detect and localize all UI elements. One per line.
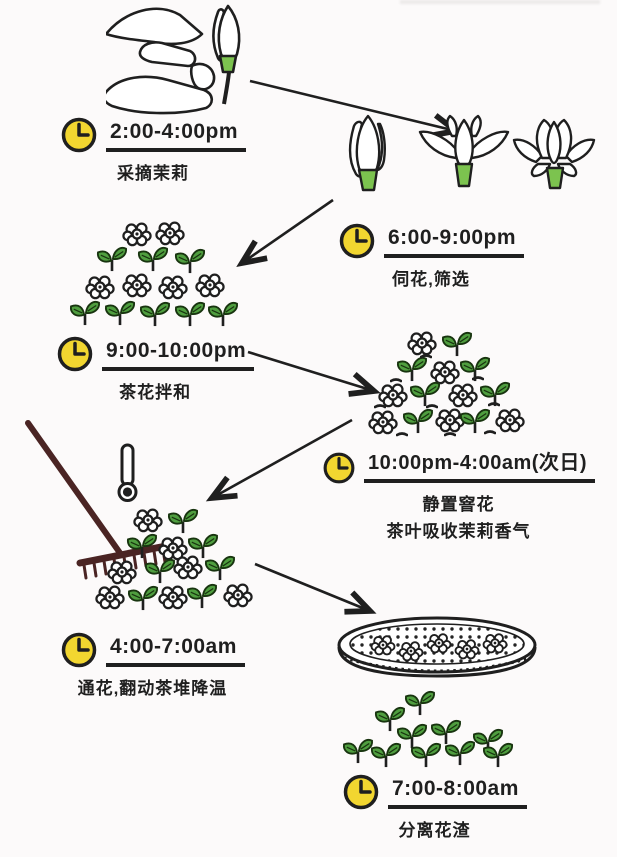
jasmine-bloom-stages-illustration bbox=[348, 114, 596, 192]
clock-icon bbox=[343, 774, 379, 810]
falling-tea-leaves-illustration bbox=[342, 690, 514, 768]
clock-icon bbox=[61, 117, 97, 153]
tea-flower-pile-illustration bbox=[69, 221, 239, 327]
step-4-label: 静置窨花 bbox=[422, 495, 495, 514]
hand-picking-jasmine-illustration bbox=[106, 4, 241, 115]
step-4-label-2: 茶叶吸收茉莉香气 bbox=[386, 522, 531, 541]
step-3-label: 茶花拌和 bbox=[119, 383, 192, 402]
step-5-time: 4:00-7:00am bbox=[106, 635, 245, 667]
scenting-pile-illustration bbox=[368, 331, 525, 437]
clock-icon bbox=[57, 336, 93, 372]
step-4-time: 10:00pm-4:00am(次日) bbox=[364, 446, 596, 483]
step-6-label: 分离花渣 bbox=[398, 821, 471, 840]
step-3: 9:00-10:00pm 茶花拌和 bbox=[56, 335, 255, 403]
step-2: 6:00-9:00pm 伺花,筛选 bbox=[338, 222, 525, 290]
step-1: 2:00-4:00pm 采摘茉莉 bbox=[60, 116, 247, 184]
arrow-step3-to-step4 bbox=[247, 350, 381, 397]
step-1-time: 2:00-4:00pm bbox=[106, 120, 247, 152]
step-2-time: 6:00-9:00pm bbox=[384, 226, 525, 258]
clock-icon bbox=[323, 452, 355, 484]
sieve-illustration bbox=[337, 616, 537, 678]
step-2-label: 伺花,筛选 bbox=[392, 270, 470, 289]
step-3-time: 9:00-10:00pm bbox=[102, 339, 255, 371]
cropped-text-artifact bbox=[400, 0, 600, 4]
step-5: 4:00-7:00am 通花,翻动茶堆降温 bbox=[60, 631, 245, 699]
thermometer-icon bbox=[117, 443, 138, 502]
turning-pile-illustration bbox=[95, 508, 253, 611]
step-5-label: 通花,翻动茶堆降温 bbox=[77, 679, 228, 698]
step-6-time: 7:00-8:00am bbox=[388, 777, 527, 809]
step-4: 10:00pm-4:00am(次日) 静置窨花 茶叶吸收茉莉香气 bbox=[322, 446, 596, 542]
step-6: 7:00-8:00am 分离花渣 bbox=[342, 773, 527, 841]
clock-icon bbox=[339, 223, 375, 259]
step-1-label: 采摘茉莉 bbox=[117, 164, 190, 183]
clock-icon bbox=[61, 632, 97, 668]
